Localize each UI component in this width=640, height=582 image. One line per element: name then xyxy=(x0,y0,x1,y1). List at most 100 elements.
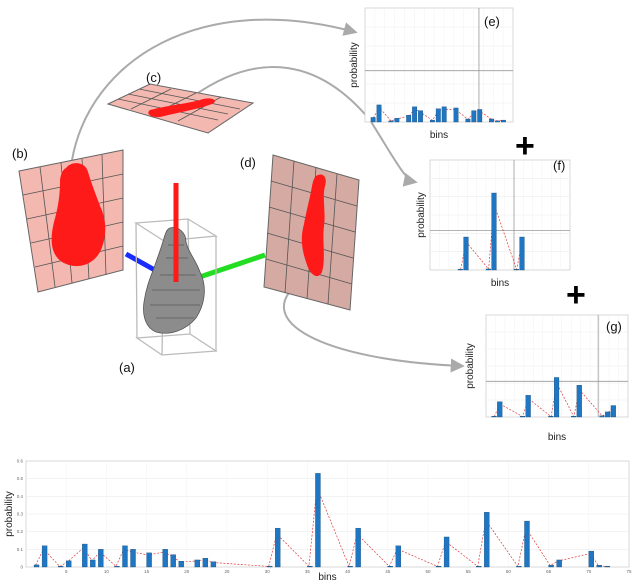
projection-plane-d xyxy=(263,154,360,311)
bar xyxy=(554,377,560,418)
plus-sign-1: + xyxy=(515,127,535,165)
bar xyxy=(571,416,577,418)
arrow-d-to-g xyxy=(283,281,465,373)
bar xyxy=(418,110,423,123)
y-tick-label: 0.4 xyxy=(17,494,24,499)
bar xyxy=(463,236,469,271)
bar xyxy=(114,565,120,568)
silhouette-c xyxy=(148,98,215,118)
y-tick-label: 0.5 xyxy=(17,476,24,481)
bar xyxy=(516,566,522,568)
bar xyxy=(178,561,184,568)
bar xyxy=(497,401,503,418)
bar xyxy=(485,268,491,271)
histogram-e: bins probability xyxy=(349,7,514,141)
bar xyxy=(501,119,506,123)
bar xyxy=(435,108,441,123)
x-axis-label: bins xyxy=(430,130,448,141)
projection-plane-b xyxy=(18,149,124,293)
bar xyxy=(519,416,526,418)
y-tick-label: 0.6 xyxy=(17,459,24,464)
y-axis-label: probability xyxy=(416,192,427,238)
x-tick-label: 25 xyxy=(224,569,230,574)
bar xyxy=(66,560,72,568)
y-axis-label: probability xyxy=(349,42,360,88)
y-tick-label: 0.3 xyxy=(17,512,24,517)
x-tick-label: 35 xyxy=(305,569,311,574)
x-tick-label: 65 xyxy=(546,569,552,574)
x-tick-label: 50 xyxy=(425,569,431,574)
x-axis-label: bins xyxy=(548,432,566,443)
bar xyxy=(457,269,463,271)
bar xyxy=(162,549,168,568)
y-tick-label: 0.2 xyxy=(17,529,24,534)
bar xyxy=(465,118,471,123)
silhouette-b xyxy=(51,163,106,267)
bar xyxy=(267,566,273,568)
bar xyxy=(307,565,313,568)
projection-plane-c xyxy=(106,83,255,134)
bar xyxy=(58,566,64,568)
bar xyxy=(604,566,611,568)
x-axis-label: bins xyxy=(318,572,336,582)
label-c: (c) xyxy=(146,70,161,85)
bar xyxy=(610,405,616,418)
x-tick-label: 75 xyxy=(626,569,632,574)
x-axis-label: bins xyxy=(491,278,509,289)
x-tick-label: 70 xyxy=(586,569,592,574)
distribution-curve xyxy=(460,204,523,271)
bar xyxy=(441,106,447,123)
bar xyxy=(491,192,497,271)
bar xyxy=(315,473,321,568)
x-tick-label: 5 xyxy=(65,569,68,574)
bar xyxy=(471,110,477,123)
silhouette-d xyxy=(301,174,326,277)
bar xyxy=(588,550,594,568)
x-tick-label: 10 xyxy=(104,569,110,574)
bar xyxy=(370,117,376,123)
bar xyxy=(98,549,104,568)
bar xyxy=(599,415,605,418)
x-tick-label: 60 xyxy=(506,569,512,574)
bar xyxy=(519,236,525,271)
y-axis-label: probability xyxy=(465,343,476,389)
y-axis-label: probability xyxy=(4,491,15,537)
bar xyxy=(513,269,519,271)
x-tick-label: 40 xyxy=(345,569,351,574)
bar xyxy=(477,109,483,123)
bar xyxy=(524,520,530,568)
plus-sign-2: + xyxy=(566,276,586,314)
label-a: (a) xyxy=(119,360,135,375)
label-f: (f) xyxy=(553,158,565,173)
bar xyxy=(548,565,554,568)
bar xyxy=(170,554,176,568)
label-e: (e) xyxy=(484,14,500,29)
x-tick-label: 55 xyxy=(466,569,472,574)
bar xyxy=(82,543,88,568)
bar xyxy=(556,559,562,568)
y-tick-label: 0.1 xyxy=(17,547,24,552)
bar xyxy=(146,552,152,568)
x-tick-label: 15 xyxy=(144,569,150,574)
bar xyxy=(412,106,418,123)
bar xyxy=(387,566,393,568)
bar xyxy=(130,549,136,568)
arrow-c-to-f xyxy=(194,66,418,187)
bar xyxy=(275,527,281,568)
bar xyxy=(605,411,611,418)
bar xyxy=(394,118,400,123)
bar xyxy=(576,384,582,418)
bar xyxy=(548,416,554,418)
bar xyxy=(210,561,217,568)
bar xyxy=(194,559,200,568)
label-d: (d) xyxy=(240,155,256,170)
bar xyxy=(355,527,361,568)
bar xyxy=(491,416,497,418)
arrow-b-to-e xyxy=(71,18,358,161)
bar xyxy=(202,558,209,568)
label-g: (g) xyxy=(606,319,622,334)
bar xyxy=(122,545,128,568)
bar xyxy=(41,545,48,568)
bar xyxy=(476,566,482,568)
